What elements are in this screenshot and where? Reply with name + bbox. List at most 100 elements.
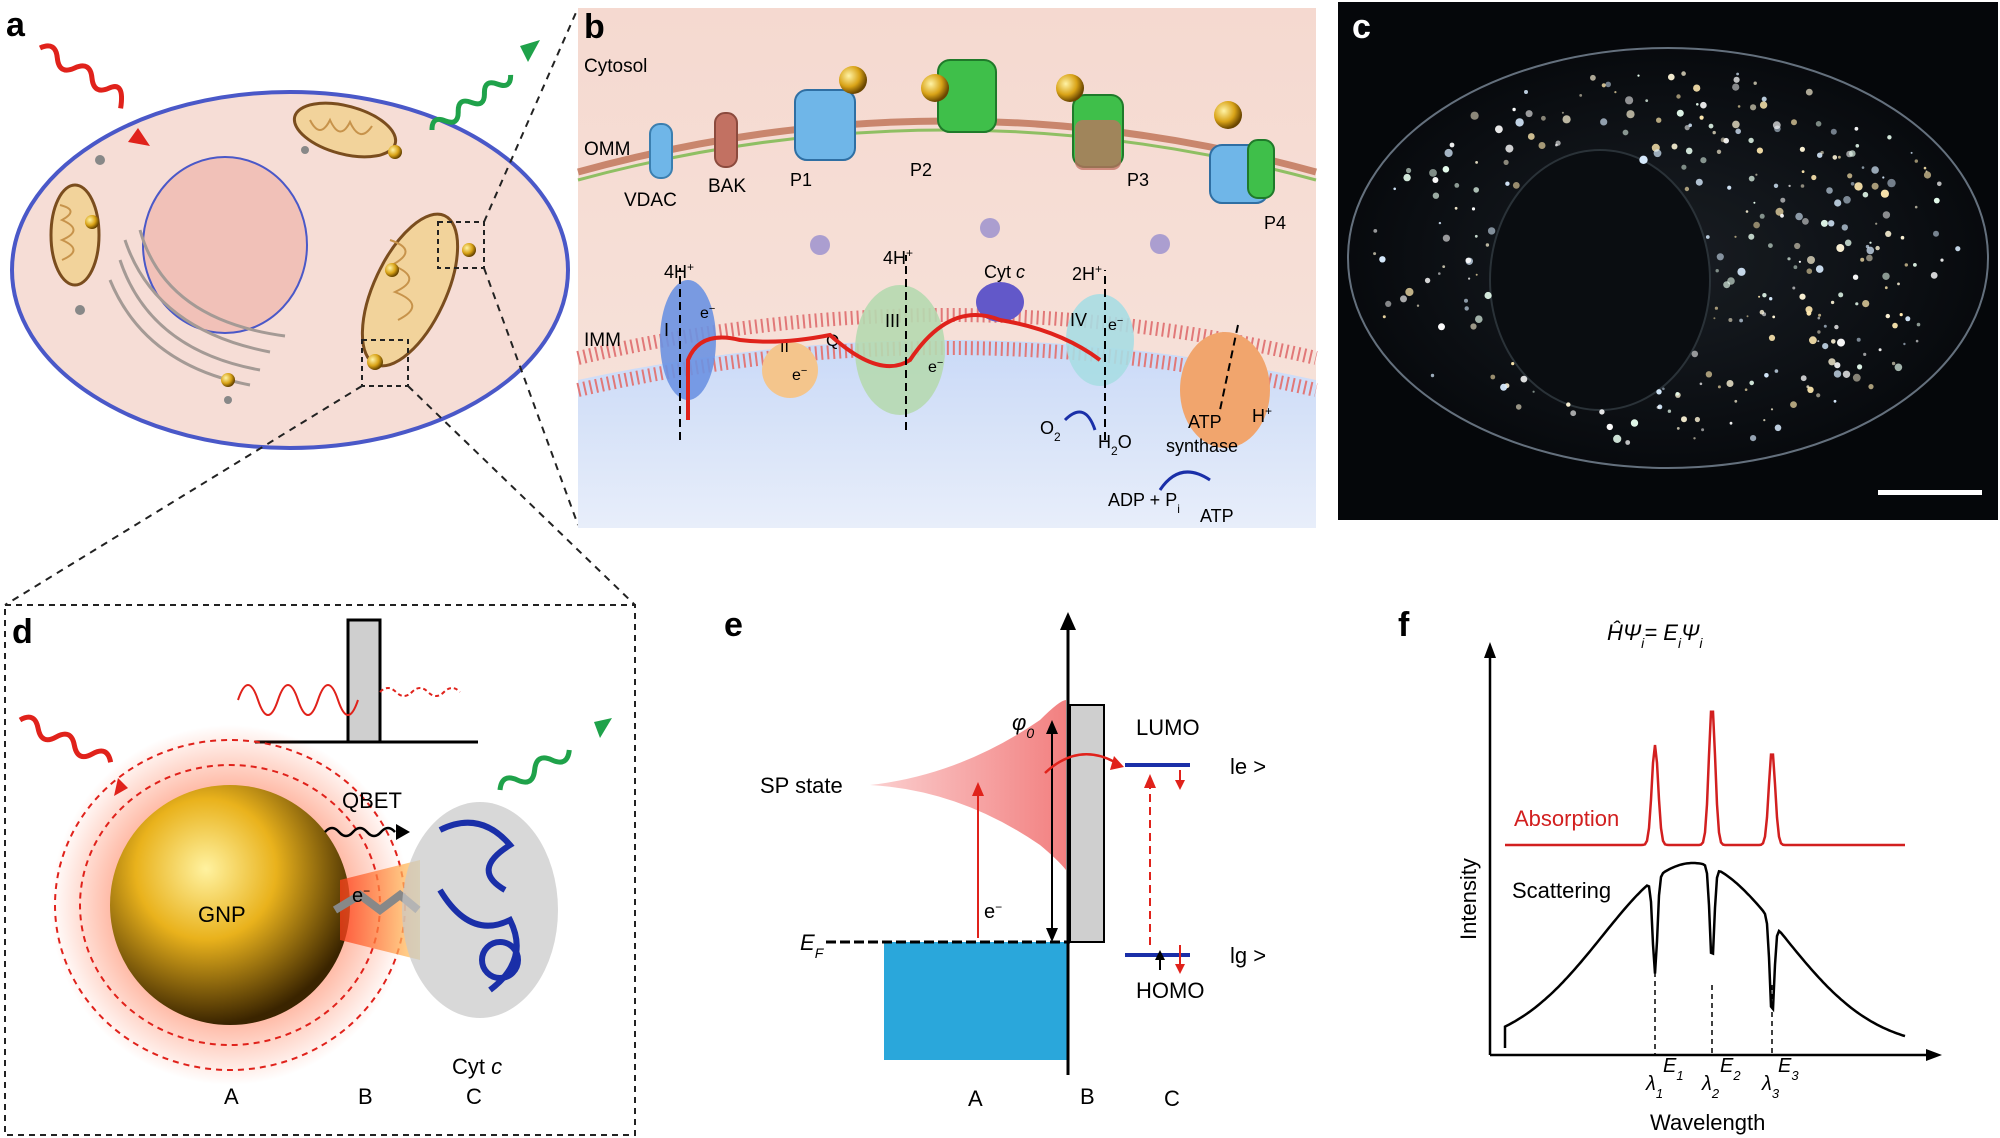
- scattering-spot: [1631, 419, 1638, 426]
- homo-label: HOMO: [1136, 978, 1204, 1003]
- scattering-spot: [1885, 231, 1891, 237]
- scattering-spot: [1802, 218, 1809, 225]
- scattering-spot: [1824, 325, 1827, 328]
- scattering-spot: [1857, 338, 1861, 342]
- scattering-spot: [1556, 141, 1561, 146]
- cyt-c-label-d: Cyt c: [452, 1054, 502, 1079]
- scattering-spot: [1911, 152, 1913, 154]
- complex-iii-label: III: [885, 311, 900, 331]
- scattering-spot: [1445, 149, 1453, 157]
- scattering-spot: [1495, 125, 1503, 133]
- scattering-spot: [1599, 409, 1604, 414]
- le-label: le >: [1230, 754, 1266, 779]
- scattering-spot: [1521, 376, 1528, 383]
- scattering-spot: [1851, 182, 1855, 186]
- scattering-spot: [1875, 223, 1877, 225]
- scattering-spot: [1739, 319, 1743, 323]
- scattering-spot: [1693, 437, 1695, 439]
- scattering-spot: [1732, 121, 1740, 129]
- scattering-spot: [1373, 252, 1376, 255]
- scattering-spot: [1668, 74, 1675, 81]
- scattering-spot: [1788, 185, 1790, 187]
- scattering-spot: [1709, 124, 1714, 129]
- sp-state-distribution: [870, 700, 1066, 870]
- cyt-c-label: Cyt c: [984, 262, 1025, 282]
- scattering-spot: [1425, 278, 1430, 283]
- panel-d-letter: d: [12, 613, 33, 651]
- scattering-spot: [1843, 371, 1850, 378]
- scattering-spot: [1780, 214, 1784, 218]
- scattering-spot: [1488, 227, 1495, 234]
- scattering-spot: [1833, 155, 1838, 160]
- scattering-spot: [1869, 242, 1871, 244]
- e3-label: E3: [1778, 1055, 1799, 1083]
- gold-particle: [385, 263, 399, 277]
- scattering-spot: [1417, 305, 1419, 307]
- scattering-spot: [1791, 119, 1797, 125]
- scattering-spot: [1607, 424, 1613, 430]
- scattering-spot: [1373, 229, 1377, 233]
- scattering-spot: [1887, 135, 1891, 139]
- lambda2-label: λ2: [1701, 1073, 1720, 1101]
- scattering-spot: [1473, 187, 1479, 193]
- scattering-spot: [1432, 177, 1438, 183]
- scattering-spot: [1843, 196, 1851, 204]
- scattering-spot: [1693, 85, 1700, 92]
- scattering-spot: [1639, 156, 1647, 164]
- scattering-spot: [1625, 440, 1630, 445]
- scattering-spot: [1753, 202, 1755, 204]
- bak-label: BAK: [708, 176, 746, 197]
- scattering-spot: [1511, 362, 1514, 365]
- scattering-spot: [1866, 255, 1873, 262]
- scattering-spot: [1696, 103, 1699, 106]
- scale-bar: [1878, 490, 1982, 495]
- scattering-spot: [1811, 175, 1816, 180]
- scattering-spot: [1764, 373, 1769, 378]
- scattering-spot: [1490, 375, 1495, 380]
- lg-label: lg >: [1230, 943, 1266, 968]
- scattering-spot: [1681, 71, 1686, 76]
- panel-c-letter: c: [1352, 8, 1371, 46]
- scattering-spot: [1605, 82, 1611, 88]
- scattering-spot: [1856, 144, 1860, 148]
- scattering-spot: [1903, 343, 1905, 345]
- scattering-spot: [1817, 330, 1820, 333]
- scattering-spot: [1737, 268, 1745, 276]
- scattering-spot: [1863, 353, 1866, 356]
- scattering-spot: [1727, 380, 1734, 387]
- scattering-spot: [1901, 236, 1905, 240]
- scattering-spot: [1476, 274, 1478, 276]
- bak-channel: [715, 113, 737, 167]
- scattering-spot: [1871, 166, 1879, 174]
- scattering-spot: [1570, 410, 1576, 416]
- scattering-spot: [1875, 246, 1879, 250]
- panel-f: f ĤΨi= EiΨi Intensity Wavelength Absorpt…: [1398, 606, 1942, 1135]
- scattering-spot: [1887, 179, 1895, 187]
- scattering-spot: [1853, 275, 1858, 280]
- scattering-spot: [1590, 75, 1596, 81]
- scattering-spot: [1882, 273, 1889, 280]
- scattering-spot: [1728, 318, 1732, 322]
- scattering-spot: [1685, 187, 1689, 191]
- complex-iv: [1066, 294, 1134, 386]
- gold-particle: [221, 373, 235, 387]
- scattering-spot: [1806, 306, 1813, 313]
- scattering-spot: [1472, 207, 1475, 210]
- scattering-spot: [1625, 96, 1633, 104]
- scattering-spot: [1713, 131, 1716, 134]
- scattering-spot: [1753, 222, 1760, 229]
- scattering-spot: [1837, 339, 1845, 347]
- scattering-spot: [1748, 138, 1753, 143]
- complex-iv-label: IV: [1070, 310, 1087, 330]
- scattering-spot: [1738, 105, 1741, 108]
- scattering-spot: [1838, 292, 1843, 297]
- scattering-spot: [1915, 206, 1918, 209]
- scattering-spot: [1677, 427, 1680, 430]
- scattering-spot: [1828, 358, 1835, 365]
- scattering-spot: [1801, 375, 1807, 381]
- scattering-spot: [1528, 133, 1535, 140]
- scattering-spot: [1836, 244, 1844, 252]
- scattering-spot: [1924, 171, 1931, 178]
- scattering-spot: [1760, 101, 1767, 108]
- scattering-spot: [1799, 261, 1801, 263]
